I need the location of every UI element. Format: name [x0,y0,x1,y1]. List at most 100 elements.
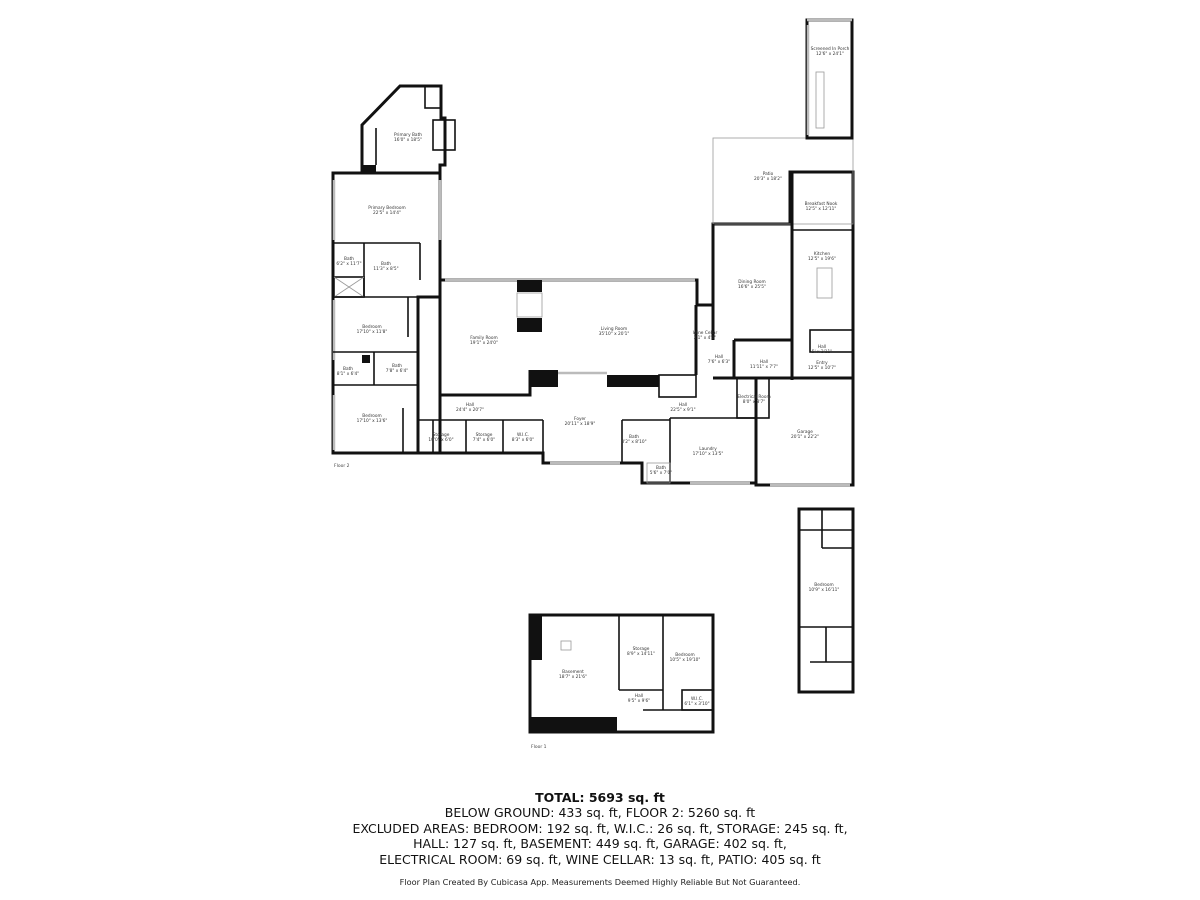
svg-text:8'3" x 6'0": 8'3" x 6'0" [512,437,535,443]
svg-text:8'2" x 8'10": 8'2" x 8'10" [621,439,646,445]
svg-text:12'5" x 19'6": 12'5" x 19'6" [808,256,836,262]
floor1-label: Floor 1 [531,744,547,750]
svg-text:Family Room: Family Room [470,335,497,341]
summary-line: EXCLUDED AREAS: BEDROOM: 192 sq. ft, W.I… [352,820,848,836]
svg-text:Bath: Bath [629,434,639,440]
svg-text:12'5" x 10'7": 12'5" x 10'7" [808,365,836,371]
summary-line: ELECTRICAL ROOM: 69 sq. ft, WINE CELLAR:… [379,851,821,867]
area-summary: TOTAL: 5693 sq. ft BELOW GROUND: 433 sq.… [0,790,1200,887]
svg-text:20'1" x 22'2": 20'1" x 22'2" [791,434,819,440]
floor1-walls [528,613,715,734]
svg-text:Wine Cellar: Wine Cellar [693,330,718,336]
svg-text:35'10" x 20'1": 35'10" x 20'1" [599,331,630,337]
svg-text:Hall: Hall [635,693,643,699]
svg-text:Dining Room: Dining Room [738,279,765,285]
svg-text:Storage: Storage [633,646,650,652]
annex-walls [797,507,855,694]
svg-text:Basement: Basement [562,669,584,675]
svg-text:Hall: Hall [818,344,826,350]
svg-text:Bedroom: Bedroom [814,582,833,588]
svg-text:8'9" x 14'11": 8'9" x 14'11" [627,651,655,657]
svg-text:Bedroom: Bedroom [362,324,381,330]
svg-text:11'3" x 8'5": 11'3" x 8'5" [373,266,398,272]
svg-text:5' x 2'11": 5' x 2'11" [812,349,833,355]
svg-text:Hall: Hall [466,402,474,408]
svg-text:12'6" x 24'1": 12'6" x 24'1" [816,51,844,57]
svg-text:17'10" x 11'8": 17'10" x 11'8" [357,329,388,335]
svg-text:Primary Bath: Primary Bath [394,132,422,138]
svg-text:W.I.C.: W.I.C. [517,432,529,438]
svg-text:Entry: Entry [816,360,828,366]
svg-text:22'5" x 9'1": 22'5" x 9'1" [670,407,695,413]
svg-text:Bath: Bath [392,363,402,369]
svg-text:Hall: Hall [760,359,768,365]
svg-text:Storage: Storage [476,432,493,438]
svg-text:16'0" x 18'5": 16'0" x 18'5" [394,137,422,143]
svg-text:12'5" x 12'11": 12'5" x 12'11" [806,206,837,212]
svg-text:2'1" x 4'0": 2'1" x 4'0" [694,335,717,341]
svg-text:Electrical Room: Electrical Room [737,394,770,400]
svg-text:19'1" x 24'0": 19'1" x 24'0" [470,340,498,346]
room-label: W.I.C.6'1" x 3'10" [684,696,709,707]
svg-text:11'11" x 7'7": 11'11" x 7'7" [750,364,778,370]
svg-text:7'4" x 6'0": 7'4" x 6'0" [473,437,496,443]
svg-text:Bath: Bath [343,366,353,372]
svg-text:10'0" x 6'0": 10'0" x 6'0" [428,437,453,443]
svg-text:Bath: Bath [344,256,354,262]
svg-text:5'6" x 7'0": 5'6" x 7'0" [650,470,673,476]
svg-text:10'5" x 19'10": 10'5" x 19'10" [670,657,701,663]
svg-text:Garage: Garage [797,429,813,435]
svg-text:20'3" x 18'2": 20'3" x 18'2" [754,176,782,182]
room-label: W.I.C.8'3" x 6'0" [512,432,535,443]
svg-text:17'10" x 13'6": 17'10" x 13'6" [357,418,388,424]
svg-text:6'2" x 11'7": 6'2" x 11'7" [336,261,361,267]
svg-text:Bedroom: Bedroom [675,652,694,658]
svg-text:W.I.C.: W.I.C. [691,696,703,702]
svg-text:7'6" x 6'3": 7'6" x 6'3" [708,359,731,365]
svg-text:Hall: Hall [715,354,723,360]
svg-text:Storage: Storage [433,432,450,438]
svg-text:17'10" x 13'5": 17'10" x 13'5" [693,451,724,457]
svg-text:22'5" x 14'4": 22'5" x 14'4" [373,210,401,216]
svg-text:Kitchen: Kitchen [814,251,830,257]
credit-note: Floor Plan Created By Cubicasa App. Meas… [399,877,801,887]
svg-text:20'11" x 18'9": 20'11" x 18'9" [565,421,596,427]
svg-text:9'5" x 9'6": 9'5" x 9'6" [628,698,651,704]
svg-text:Breakfast Nook: Breakfast Nook [805,201,838,207]
summary-line: BELOW GROUND: 433 sq. ft, FLOOR 2: 5260 … [444,805,756,820]
svg-text:Bedroom: Bedroom [362,413,381,419]
floor2-walls [331,18,855,487]
svg-text:Bath: Bath [381,261,391,267]
svg-text:6'1" x 3'10": 6'1" x 3'10" [684,701,709,707]
total-area: TOTAL: 5693 sq. ft [535,790,665,805]
